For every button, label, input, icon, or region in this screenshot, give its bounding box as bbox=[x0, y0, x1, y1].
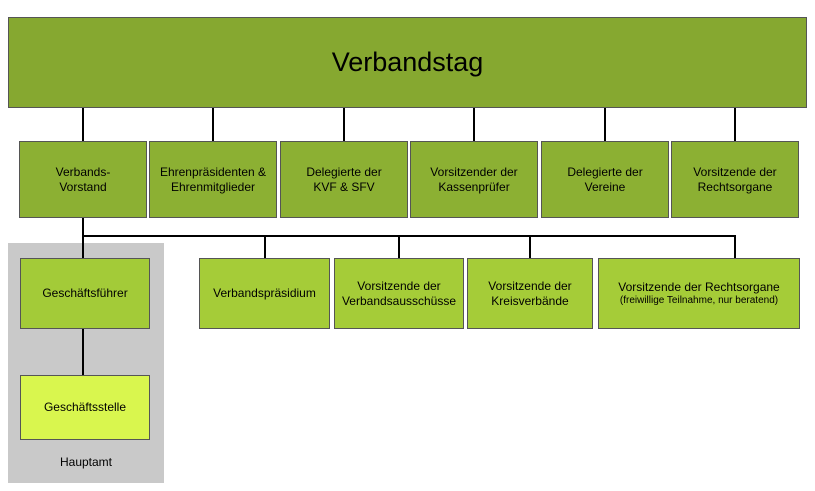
connector-bus-to-rechtsorgane-beratend bbox=[734, 235, 736, 259]
line-2: (freiwillige Teilnahme, nur beratend) bbox=[619, 294, 779, 306]
connector-bus-to-verbandsausschuesse bbox=[398, 235, 400, 259]
connector-tier3-bus bbox=[82, 235, 736, 237]
node-vorsitzende-rechtsorgane-beratend[interactable]: Vorsitzende der Rechtsorgane (freiwillig… bbox=[598, 258, 800, 329]
connector-root-to-ehrenpraesidenten bbox=[212, 107, 214, 142]
connector-root-to-delegierte-vereine bbox=[604, 107, 606, 142]
line-1: Vorsitzende der Rechtsorgane bbox=[618, 280, 780, 295]
node-delegierte-vereine-label: Delegierte der Vereine bbox=[546, 165, 664, 194]
line-1: Delegierte der bbox=[306, 164, 382, 179]
line-1: Verbands- bbox=[55, 164, 111, 179]
node-vorsitzende-kreisverbaende[interactable]: Vorsitzende der Kreisverbände bbox=[467, 258, 593, 329]
node-geschaeftsfuehrer-label: Geschäftsführer bbox=[42, 286, 128, 301]
line-2: Rechtsorgane bbox=[697, 179, 773, 194]
node-delegierte-kvf-sfv[interactable]: Delegierte der KVF & SFV bbox=[280, 141, 408, 218]
node-vorsitzende-verbandsausschuesse-label: Vorsitzende der Verbandsausschüsse bbox=[339, 279, 459, 308]
line-1: Vorsitzende der bbox=[357, 278, 441, 293]
node-ehrenpraesidenten-ehrenmitglieder-label: Ehrenpräsidenten & Ehrenmitglieder bbox=[154, 165, 272, 194]
node-geschaeftsfuehrer[interactable]: Geschäftsführer bbox=[20, 258, 150, 329]
node-verbandstag[interactable]: Verbandstag bbox=[8, 17, 807, 108]
connector-bus-to-kreisverbaende bbox=[529, 235, 531, 259]
node-delegierte-kvf-sfv-label: Delegierte der KVF & SFV bbox=[285, 165, 403, 194]
node-verbandstag-label: Verbandstag bbox=[331, 47, 484, 78]
node-geschaeftsstelle-label: Geschäftsstelle bbox=[43, 400, 127, 415]
node-vorsitzende-rechtsorgane-beratend-label: Vorsitzende der Rechtsorgane (freiwillig… bbox=[603, 280, 795, 307]
line-2: Vorstand bbox=[59, 179, 107, 194]
node-verbandspraesidium[interactable]: Verbandspräsidium bbox=[199, 258, 330, 329]
node-vorsitzende-rechtsorgane[interactable]: Vorsitzende der Rechtsorgane bbox=[671, 141, 799, 218]
connector-root-to-vorsitzende-rechtsorgane bbox=[734, 107, 736, 142]
node-geschaeftsstelle[interactable]: Geschäftsstelle bbox=[20, 375, 150, 440]
line-2: Kreisverbände bbox=[491, 293, 569, 308]
line-2: KVF & SFV bbox=[313, 179, 375, 194]
line-2: Verbandsausschüsse bbox=[341, 293, 457, 308]
node-vorsitzende-verbandsausschuesse[interactable]: Vorsitzende der Verbandsausschüsse bbox=[334, 258, 464, 329]
node-vorsitzende-kreisverbaende-label: Vorsitzende der Kreisverbände bbox=[472, 279, 588, 308]
line-1: Vorsitzende der bbox=[693, 164, 777, 179]
line-2: Vereine bbox=[584, 179, 626, 194]
node-delegierte-vereine[interactable]: Delegierte der Vereine bbox=[541, 141, 669, 218]
connector-root-to-vorsitzender-kassenpruefer bbox=[473, 107, 475, 142]
connector-geschaeftsfuehrer-to-geschaeftsstelle bbox=[82, 328, 84, 376]
node-vorsitzende-rechtsorgane-label: Vorsitzende der Rechtsorgane bbox=[676, 165, 794, 194]
connector-root-to-delegierte-kvf-sfv bbox=[343, 107, 345, 142]
node-ehrenpraesidenten-ehrenmitglieder[interactable]: Ehrenpräsidenten & Ehrenmitglieder bbox=[149, 141, 277, 218]
connector-root-to-verbands-vorstand bbox=[82, 107, 84, 142]
hauptamt-caption: Hauptamt bbox=[59, 455, 113, 469]
line-2: Ehrenmitglieder bbox=[170, 179, 256, 194]
line-1: Delegierte der bbox=[567, 164, 643, 179]
node-vorsitzender-kassenpruefer-label: Vorsitzender der Kassenprüfer bbox=[415, 165, 533, 194]
node-verbands-vorstand[interactable]: Verbands- Vorstand bbox=[19, 141, 147, 218]
line-1: Vorsitzender der bbox=[430, 164, 518, 179]
node-verbandspraesidium-label: Verbandspräsidium bbox=[213, 286, 316, 301]
node-verbands-vorstand-label: Verbands- Vorstand bbox=[24, 165, 142, 194]
node-vorsitzender-kassenpruefer[interactable]: Vorsitzender der Kassenprüfer bbox=[410, 141, 538, 218]
line-2: Kassenprüfer bbox=[438, 179, 510, 194]
connector-bus-to-verbandspraesidium bbox=[264, 235, 266, 259]
line-1: Ehrenpräsidenten & bbox=[159, 164, 267, 179]
line-1: Vorsitzende der bbox=[488, 278, 572, 293]
connector-vorstand-stem bbox=[82, 217, 84, 259]
